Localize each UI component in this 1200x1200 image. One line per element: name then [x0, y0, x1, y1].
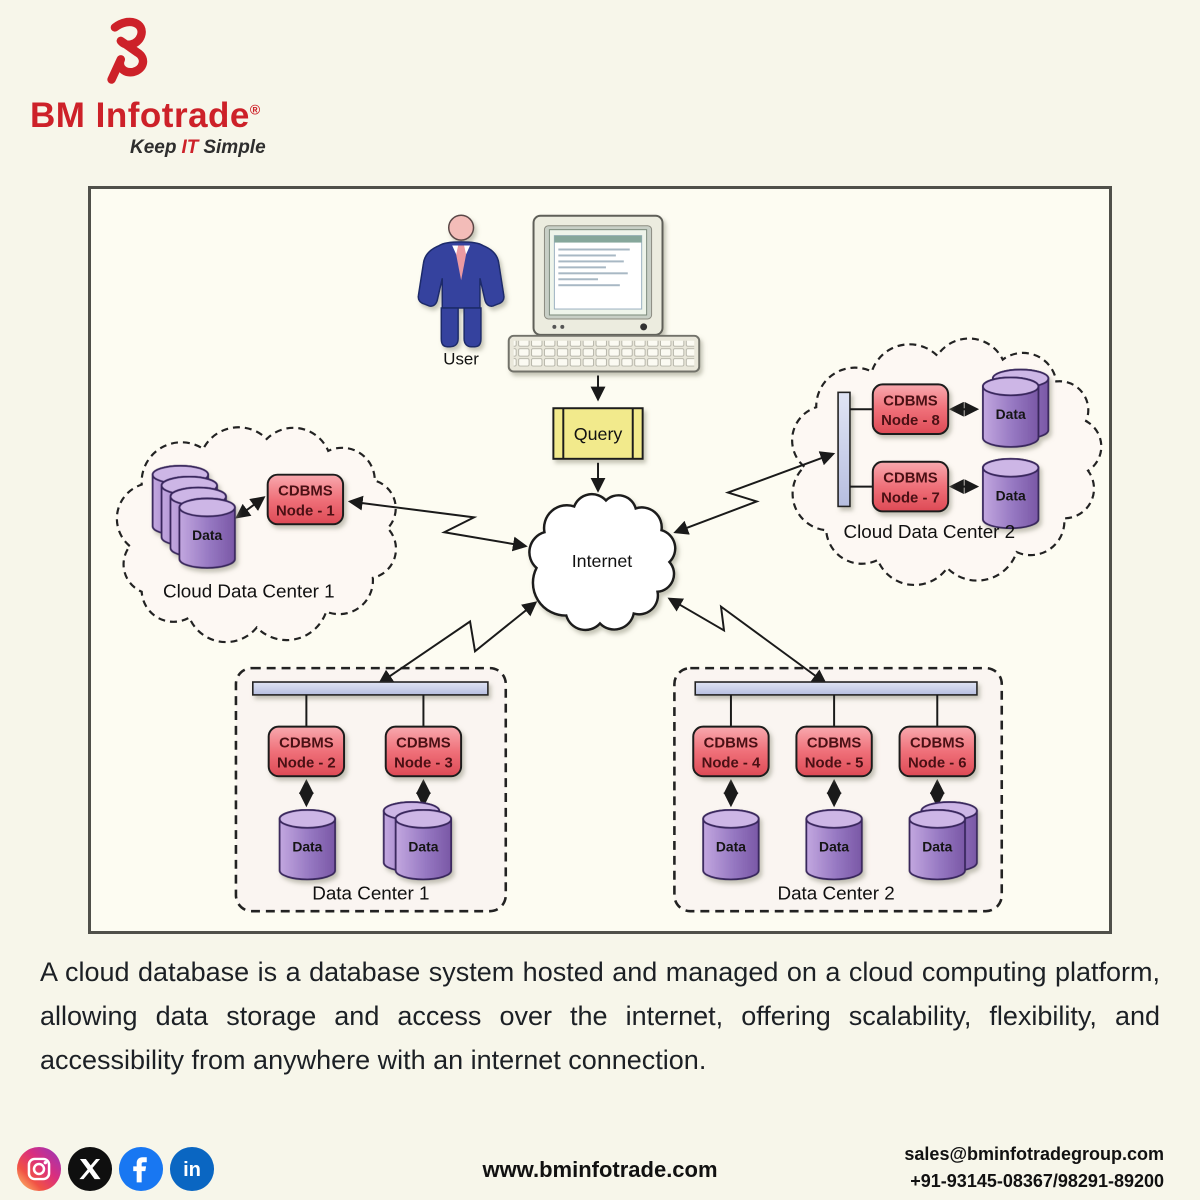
svg-text:Node - 4: Node - 4	[702, 755, 761, 771]
svg-text:CDBMS: CDBMS	[279, 735, 334, 751]
cdbms-node-3	[384, 725, 463, 778]
link-internet-dc2	[667, 597, 827, 685]
query-box	[552, 407, 644, 460]
link-internet-dc1	[377, 601, 538, 685]
svg-text:CDBMS: CDBMS	[883, 471, 938, 487]
svg-text:Node - 1: Node - 1	[276, 503, 335, 519]
svg-text:CDBMS: CDBMS	[704, 735, 759, 751]
internet-cloud	[528, 493, 677, 632]
svg-text:Data: Data	[408, 839, 438, 855]
diagram-panel: User	[88, 186, 1112, 934]
cloud-data-center-1-region	[115, 426, 398, 644]
cloud-data-center-1-title: Cloud Data Center 1	[163, 581, 335, 602]
website-url: www.bminfotrade.com	[482, 1157, 718, 1182]
svg-text:Node - 6: Node - 6	[908, 755, 967, 771]
cdbms-node-5	[795, 725, 873, 778]
svg-text:CDBMS: CDBMS	[396, 735, 451, 751]
contact-phone: +91-93145-08367/98291-89200	[910, 1171, 1164, 1191]
svg-text:Node - 5: Node - 5	[805, 755, 864, 771]
contact-email: sales@bminfotradegroup.com	[904, 1144, 1164, 1164]
svg-text:Data: Data	[716, 839, 746, 855]
svg-text:Node - 2: Node - 2	[277, 755, 336, 771]
social-links: in	[16, 1146, 215, 1192]
internet-label: Internet	[572, 551, 633, 571]
cdbms-node-1	[266, 473, 345, 526]
svg-text:Node - 7: Node - 7	[881, 490, 940, 506]
svg-text:Node - 8: Node - 8	[881, 413, 940, 429]
svg-text:Data: Data	[192, 527, 222, 543]
contact-info: sales@bminfotradegroup.com +91-93145-083…	[904, 1141, 1164, 1195]
svg-text:Data: Data	[292, 839, 322, 855]
description-text: A cloud database is a database system ho…	[40, 957, 1160, 1075]
svg-text:in: in	[183, 1159, 201, 1181]
cdbms-nodes	[266, 383, 976, 778]
data-cylinder-labels: Data Data Data Data Data Data Data Data	[192, 406, 1026, 855]
cloud-database-diagram: User	[115, 214, 1103, 913]
cdc2-bus-bar	[837, 391, 851, 508]
network-links	[347, 451, 836, 685]
data-center-1-title: Data Center 1	[312, 882, 429, 903]
cdbms-node-6	[898, 725, 976, 778]
svg-text:Data: Data	[996, 487, 1026, 503]
brand-logo-icon	[107, 17, 148, 84]
keyboard	[507, 334, 701, 373]
svg-text:CDBMS: CDBMS	[883, 393, 938, 409]
user-figure	[417, 214, 505, 348]
bus-bars	[252, 391, 978, 696]
bus-wires	[305, 408, 939, 727]
query-label: Query	[574, 424, 623, 444]
brand-name: BM Infotrade®	[30, 96, 261, 135]
svg-text:Data: Data	[819, 839, 849, 855]
svg-text:Data: Data	[922, 839, 952, 855]
cdbms-node-7	[871, 460, 950, 513]
cdbms-node-2	[267, 725, 346, 778]
data-center-2-title: Data Center 2	[777, 882, 894, 903]
svg-text:Node - 3: Node - 3	[394, 755, 453, 771]
cdbms-node-8	[871, 383, 950, 436]
region-titles: Cloud Data Center 1 Cloud Data Center 2 …	[163, 521, 1015, 903]
cloud-data-center-2-title: Cloud Data Center 2	[844, 521, 1016, 542]
svg-text:CDBMS: CDBMS	[807, 735, 862, 751]
cdbms-node-labels: CDBMS Node - 1 CDBMS Node - 8 CDBMS Node…	[276, 393, 967, 771]
cdbms-node-4	[692, 725, 770, 778]
dc1-bus-bar	[252, 681, 489, 696]
linkedin-icon[interactable]: in	[169, 1146, 215, 1192]
facebook-icon[interactable]	[118, 1146, 164, 1192]
link-internet-cdc1	[347, 495, 528, 552]
svg-text:CDBMS: CDBMS	[278, 484, 333, 500]
instagram-icon[interactable]	[16, 1146, 62, 1192]
data-center-1-region	[234, 666, 508, 913]
link-internet-cdc2	[673, 451, 836, 535]
user-label: User	[443, 350, 479, 369]
computer-monitor	[532, 214, 664, 336]
dc2-bus-bar	[694, 681, 978, 696]
registered-mark: ®	[249, 101, 261, 118]
svg-text:Data: Data	[996, 406, 1026, 422]
x-twitter-icon[interactable]	[67, 1146, 113, 1192]
node-data-arrows	[235, 401, 980, 808]
svg-text:CDBMS: CDBMS	[910, 735, 965, 751]
